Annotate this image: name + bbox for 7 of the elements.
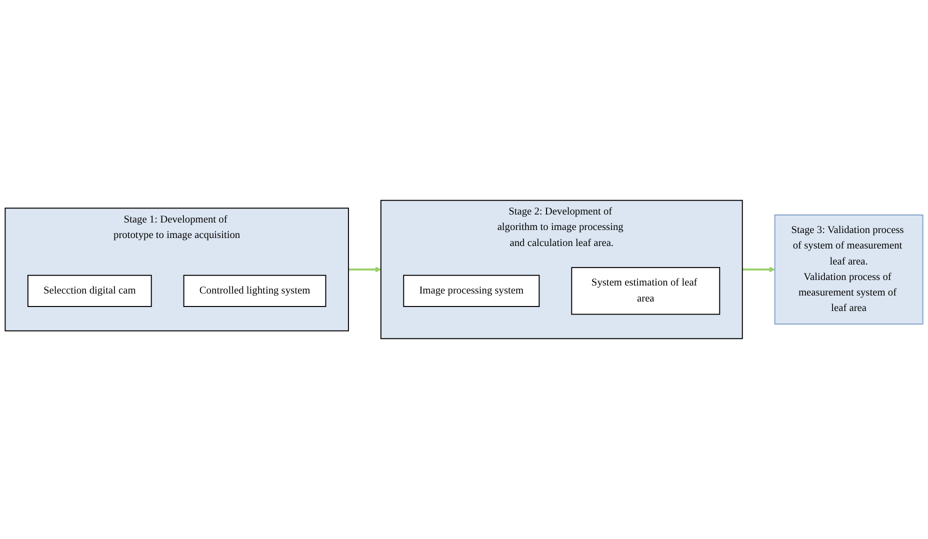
node-box: System estimation of leaf area [571, 267, 720, 315]
node-box: Selecction digital cam [27, 274, 152, 307]
arrow [348, 266, 382, 272]
node-box: Stage 3: Validation process of system of measurement leaf area. Validation process of measurement system of leaf area [774, 214, 924, 325]
node-box: Image processing system [403, 274, 540, 307]
node-box: Controlled lighting system [183, 274, 326, 307]
arrow [742, 266, 776, 272]
